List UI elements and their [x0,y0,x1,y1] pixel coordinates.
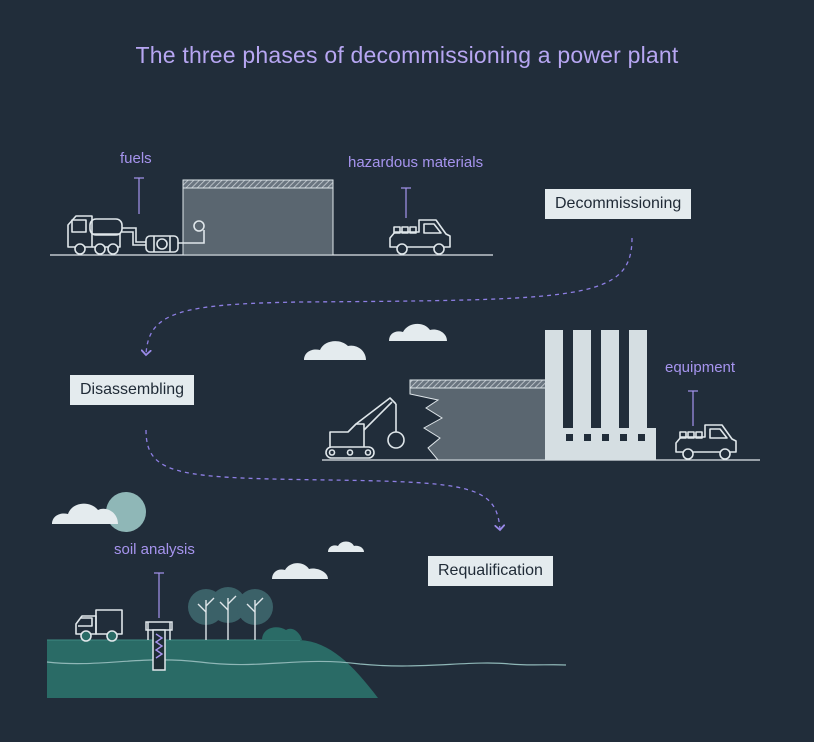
tick-soil [154,572,164,618]
cloud-icon [304,323,447,360]
phase-requalification: Requalification [428,556,553,586]
connector-1 [146,237,633,355]
trees-icon [188,587,302,640]
phase-disassembling: Disassembling [70,375,195,405]
tick-equipment [688,390,698,426]
label-soil-analysis: soil analysis [114,541,195,558]
box-truck-icon [75,609,123,642]
title: The three phases of decommissioning a po… [135,42,679,68]
chimney-windows [566,434,645,441]
label-equipment: equipment [665,359,736,376]
pickup-truck-icon [389,219,451,255]
label-hazardous-materials: hazardous materials [348,154,484,171]
pickup-truck-icon-2 [675,424,737,460]
tanker-truck-icon [67,215,123,255]
connector-2 [145,429,500,530]
chimneys [545,330,656,460]
tick-hazardous [401,187,411,218]
plant-building-1 [182,179,334,256]
soil-drill-icon [145,621,173,671]
green-ground [46,639,567,698]
phase-decommissioning: Decommissioning [545,189,692,219]
demolished-building [409,379,559,461]
label-fuels: fuels [120,150,152,167]
cloud-icon-2 [52,503,364,579]
tick-fuels [134,177,144,214]
excavator-icon [325,397,405,459]
